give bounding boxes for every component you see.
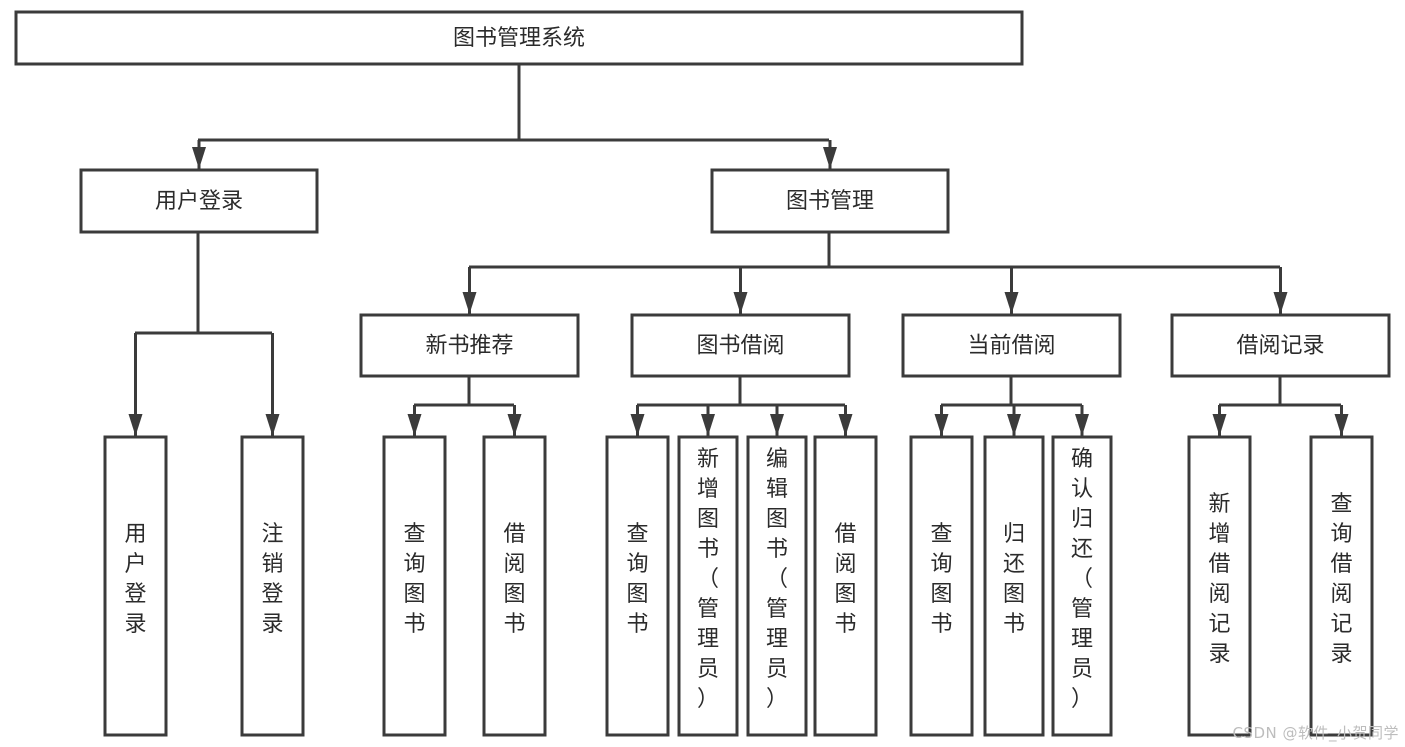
node-label: 新书推荐 <box>425 334 513 359</box>
node-label: 确认归还（管理员） <box>1071 447 1093 712</box>
arrow-head-icon <box>128 414 143 436</box>
node-box[interactable] <box>630 313 851 378</box>
arrow-head-icon <box>838 414 853 436</box>
node-box[interactable] <box>103 435 168 737</box>
node-box[interactable] <box>1187 435 1252 737</box>
node-leaf-user-login[interactable] <box>103 435 168 737</box>
node-box[interactable] <box>482 435 547 737</box>
node-label: 编辑图书（管理员） <box>766 447 788 712</box>
node-box[interactable] <box>1051 435 1113 737</box>
node-label: 归还图书 <box>1003 522 1025 637</box>
node-leaf-borrow-book-1[interactable] <box>482 435 547 737</box>
node-label: 查询图书 <box>403 522 425 637</box>
arrow-head-icon <box>1212 414 1227 436</box>
node-borrow-record[interactable] <box>1170 313 1391 378</box>
node-label: 查询借阅记录 <box>1330 492 1352 667</box>
node-new-book-rec[interactable] <box>359 313 580 378</box>
node-box[interactable] <box>909 435 974 737</box>
node-label: 借阅图书 <box>503 522 525 637</box>
node-label: 图书管理系统 <box>453 26 585 51</box>
arrow-head-icon <box>265 414 280 436</box>
arrow-head-icon <box>733 292 748 314</box>
node-label: 用户登录 <box>155 189 243 214</box>
node-box[interactable] <box>746 435 808 737</box>
node-label: 新增借阅记录 <box>1208 492 1230 667</box>
arrow-head-icon <box>1334 414 1349 436</box>
node-label: 查询图书 <box>626 522 648 637</box>
arrow-head-icon <box>701 414 715 436</box>
node-leaf-query-book-2[interactable] <box>605 435 670 737</box>
arrow-head-icon <box>823 147 837 169</box>
arrow-head-icon <box>192 147 206 169</box>
node-label: 借阅图书 <box>834 522 856 637</box>
arrow-head-icon <box>1007 414 1021 436</box>
node-leaf-query-book-1[interactable] <box>382 435 447 737</box>
node-leaf-return-book[interactable] <box>983 435 1045 737</box>
arrow-head-icon <box>770 414 784 436</box>
node-box[interactable] <box>605 435 670 737</box>
arrow-head-icon <box>630 414 645 436</box>
node-label: 新增图书（管理员） <box>697 447 719 712</box>
node-user-login[interactable] <box>79 168 319 234</box>
watermark: CSDN @软件_小贺同学 <box>1232 724 1399 742</box>
node-leaf-add-record[interactable] <box>1187 435 1252 737</box>
arrow-head-icon <box>1075 414 1089 436</box>
nodes-layer: 图书管理系统用户登录图书管理新书推荐图书借阅当前借阅借阅记录用户登录注销登录查询… <box>14 10 1391 737</box>
node-box[interactable] <box>813 435 878 737</box>
node-box[interactable] <box>382 435 447 737</box>
node-leaf-user-logout[interactable] <box>240 435 305 737</box>
node-leaf-query-book-3[interactable] <box>909 435 974 737</box>
node-leaf-borrow-book-2[interactable] <box>813 435 878 737</box>
arrow-head-icon <box>1273 292 1288 314</box>
node-box[interactable] <box>983 435 1045 737</box>
node-root[interactable] <box>14 10 1024 66</box>
node-leaf-edit-book[interactable] <box>746 435 808 737</box>
node-current-borrow[interactable] <box>901 313 1122 378</box>
node-leaf-query-record[interactable] <box>1309 435 1374 737</box>
node-label: 借阅记录 <box>1236 334 1324 359</box>
node-leaf-confirm-return[interactable] <box>1051 435 1113 737</box>
node-label: 当前借阅 <box>967 334 1055 359</box>
node-book-manage[interactable] <box>710 168 950 234</box>
node-box[interactable] <box>14 10 1024 66</box>
node-label: 用户登录 <box>124 522 146 637</box>
arrow-head-icon <box>507 414 522 436</box>
node-box[interactable] <box>79 168 319 234</box>
node-label: 查询图书 <box>930 522 952 637</box>
node-box[interactable] <box>677 435 739 737</box>
node-book-borrow[interactable] <box>630 313 851 378</box>
node-leaf-add-book[interactable] <box>677 435 739 737</box>
arrow-head-icon <box>934 414 949 436</box>
node-box[interactable] <box>359 313 580 378</box>
arrow-head-icon <box>1004 292 1019 314</box>
node-label: 图书管理 <box>786 189 874 214</box>
node-box[interactable] <box>710 168 950 234</box>
node-box[interactable] <box>1309 435 1374 737</box>
node-box[interactable] <box>1170 313 1391 378</box>
node-box[interactable] <box>901 313 1122 378</box>
node-box[interactable] <box>240 435 305 737</box>
arrow-head-icon <box>407 414 422 436</box>
node-label: 图书借阅 <box>696 334 784 359</box>
node-label: 注销登录 <box>261 522 283 637</box>
edges-layer <box>128 64 1349 436</box>
arrow-head-icon <box>462 292 477 314</box>
